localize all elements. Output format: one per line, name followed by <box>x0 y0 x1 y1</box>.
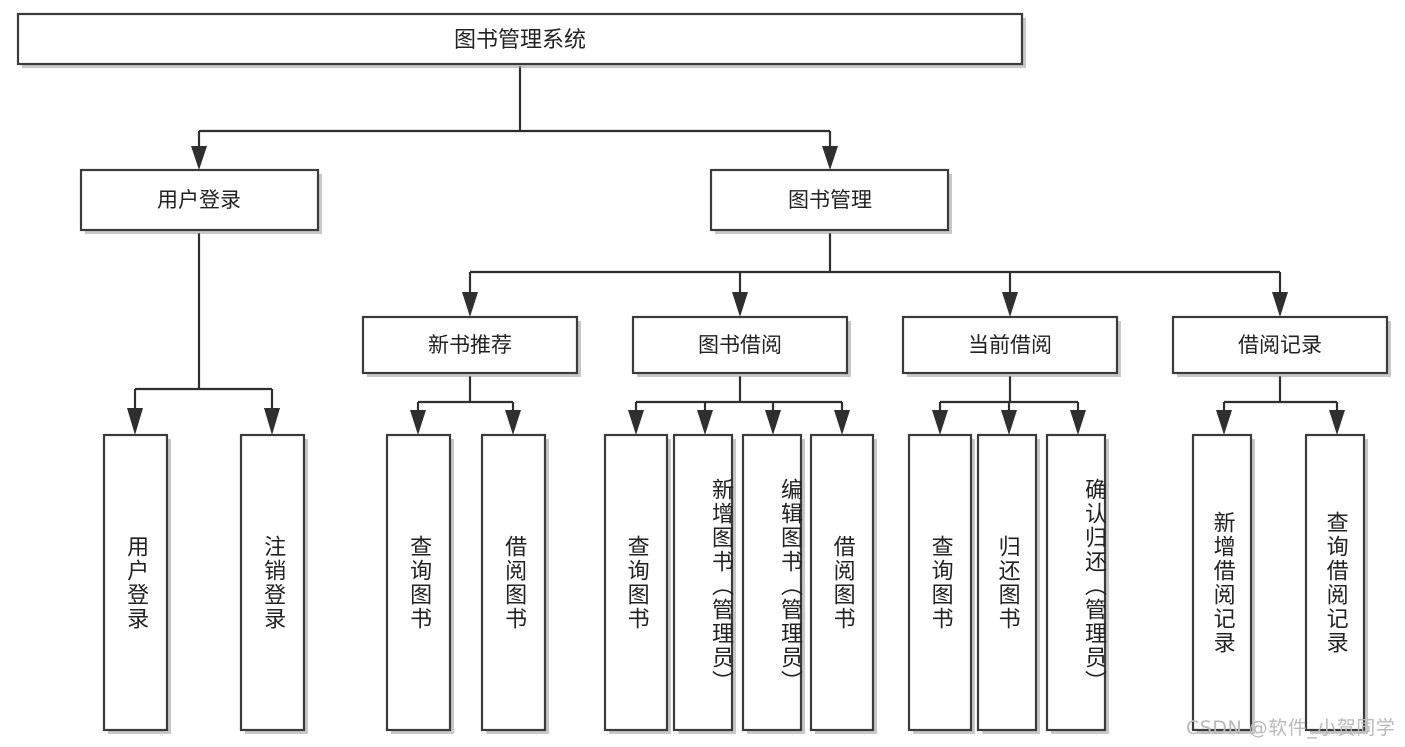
node-book-management-label: 图书管理 <box>788 188 872 212</box>
arrowhead-leaf-borrow-book-2 <box>834 410 850 435</box>
node-new-book-recommend-box[interactable] <box>361 315 579 375</box>
node-book-management[interactable]: 图书管理 <box>709 168 952 234</box>
arrowhead-leaf-query-book-2 <box>628 410 644 435</box>
arrowhead-currentborrow <box>1002 292 1018 317</box>
node-book-borrow[interactable]: 图书借阅 <box>631 315 851 377</box>
node-current-borrow-box[interactable] <box>901 315 1119 375</box>
arrowhead-book-management <box>822 146 838 170</box>
arrowhead-leaf-add-borrow-record <box>1216 410 1232 435</box>
arrowhead-leaf-confirm-return <box>1070 410 1086 435</box>
leaf-confirm-return-box[interactable] <box>1045 433 1107 732</box>
node-book-borrow-box[interactable] <box>631 315 849 375</box>
node-current-borrow[interactable]: 当前借阅 <box>901 315 1121 377</box>
leaf-borrow-book-1-box[interactable] <box>480 433 547 732</box>
arrowhead-borrowrecord <box>1272 292 1288 317</box>
arrowhead-leaf-logout-login <box>264 408 280 435</box>
node-borrow-record[interactable]: 借阅记录 <box>1171 315 1391 377</box>
arrowhead-leaf-query-borrow-record <box>1329 410 1345 435</box>
leaf-add-borrow-record-box[interactable] <box>1191 433 1253 732</box>
leaf-user-login-box[interactable] <box>102 433 169 732</box>
arrowhead-leaf-query-book-1 <box>410 410 426 435</box>
connector-layer <box>127 66 1345 435</box>
leaf-borrow-book-2-box[interactable] <box>809 433 875 732</box>
node-current-borrow-label: 当前借阅 <box>968 333 1052 357</box>
leaf-logout-login-box[interactable] <box>239 433 306 732</box>
node-borrow-record-box[interactable] <box>1171 315 1389 375</box>
leaf-query-book-3-box[interactable] <box>907 433 973 732</box>
leaf-add-book-box[interactable] <box>672 433 734 732</box>
arrowhead-leaf-user-login <box>127 408 143 435</box>
arrowhead-user-login <box>191 146 207 170</box>
arrowhead-leaf-query-book-3 <box>932 410 948 435</box>
arrowhead-bookborrow <box>732 292 748 317</box>
arrowhead-leaf-borrow-book-1 <box>505 410 521 435</box>
arrowhead-newbook <box>462 292 478 317</box>
node-borrow-record-label: 借阅记录 <box>1238 333 1322 357</box>
node-book-management-box[interactable] <box>709 168 950 232</box>
node-book-borrow-label: 图书借阅 <box>698 333 782 357</box>
leaf-query-book-2-box[interactable] <box>603 433 669 732</box>
csdn-watermark: CSDN @软件_小贺同学 <box>1186 717 1396 739</box>
node-user-login-box[interactable] <box>79 168 320 232</box>
arrowhead-leaf-return-book <box>1001 410 1017 435</box>
leaf-boxes-layer <box>102 433 1368 734</box>
leaf-query-borrow-record-box[interactable] <box>1304 433 1366 732</box>
leaf-query-book-1-box[interactable] <box>385 433 452 732</box>
node-root-box[interactable] <box>16 12 1024 66</box>
node-user-login[interactable]: 用户登录 <box>79 168 322 234</box>
arrowhead-leaf-edit-book <box>765 410 781 435</box>
leaf-return-book-box[interactable] <box>976 433 1038 732</box>
node-new-book-recommend-label: 新书推荐 <box>428 333 512 357</box>
node-root-label: 图书管理系统 <box>454 28 586 53</box>
node-user-login-label: 用户登录 <box>157 188 241 212</box>
node-new-book-recommend[interactable]: 新书推荐 <box>361 315 581 377</box>
node-root[interactable]: 图书管理系统 <box>16 12 1026 68</box>
leaf-edit-book-box[interactable] <box>741 433 803 732</box>
arrowhead-leaf-add-book <box>697 410 713 435</box>
